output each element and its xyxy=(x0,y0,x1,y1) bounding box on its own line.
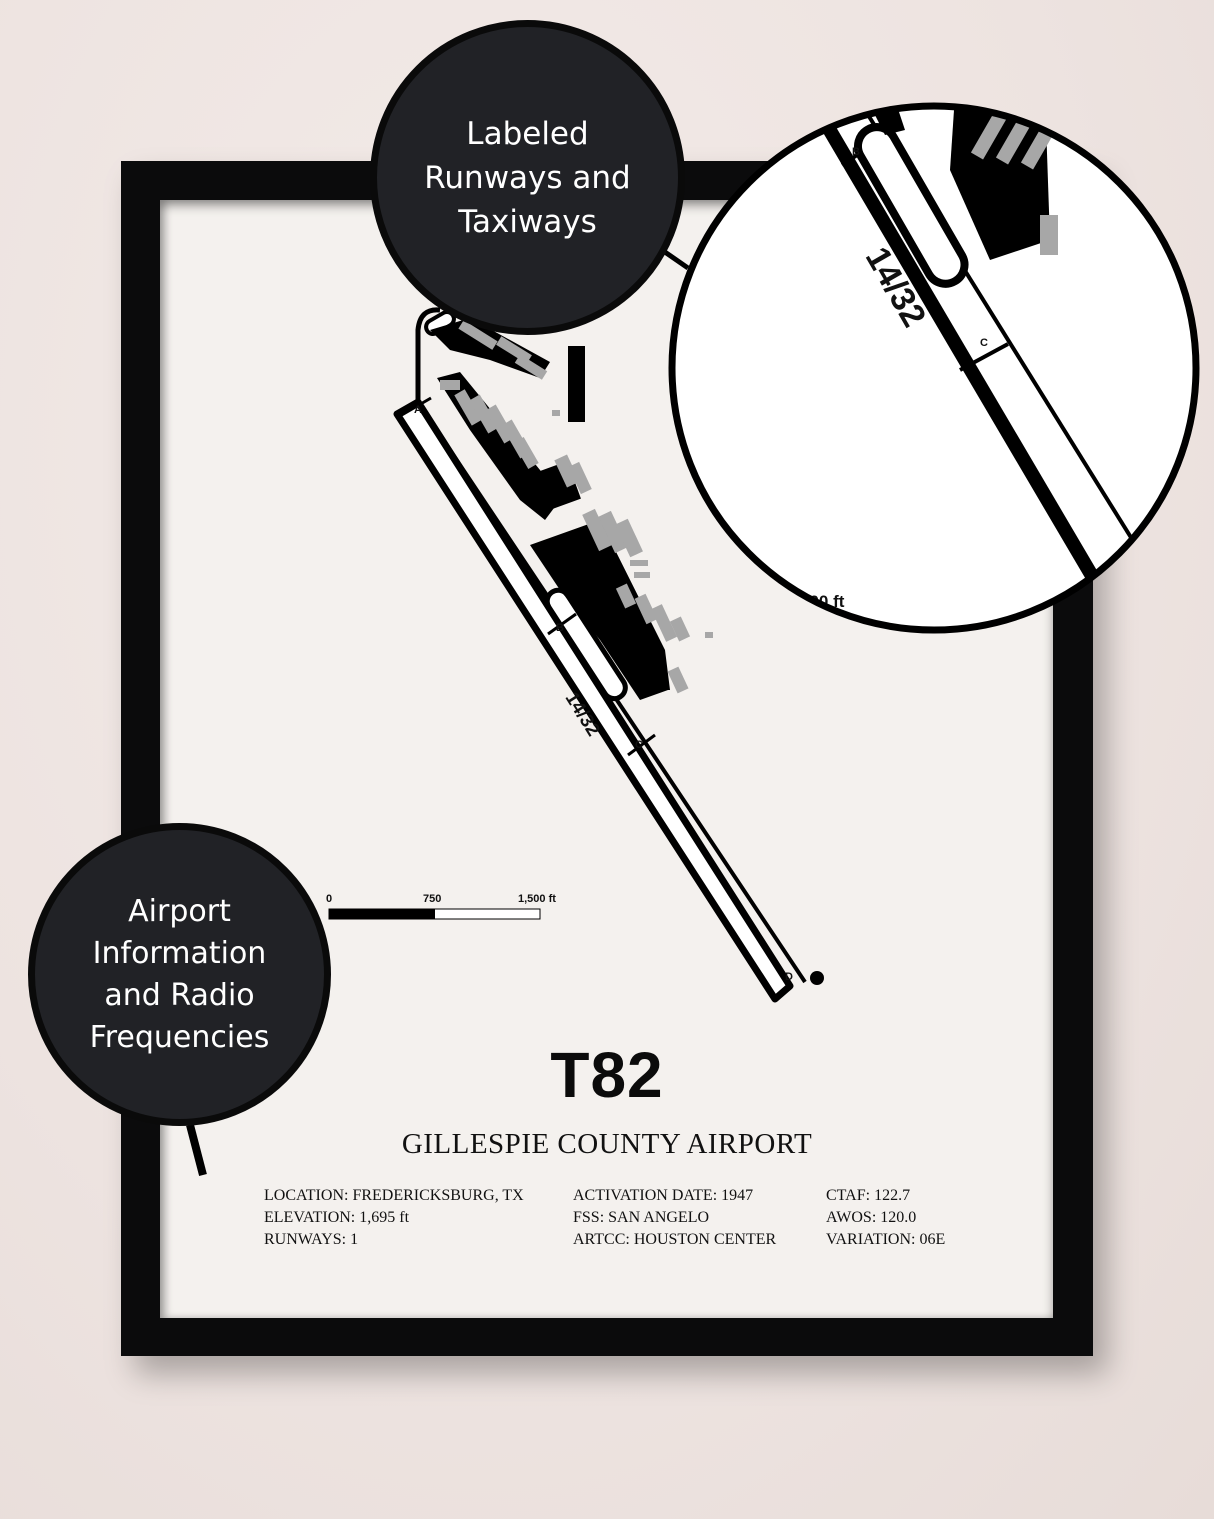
info-artcc: ARTCC: HOUSTON CENTER xyxy=(573,1231,777,1248)
parallel-taxiway xyxy=(415,307,628,702)
taxiway-b-label: B xyxy=(556,622,564,634)
callout-runways-line2: Runways and xyxy=(424,159,631,196)
taxiway-c-label: C xyxy=(635,739,643,751)
info-runways: RUNWAYS: 1 xyxy=(264,1231,359,1248)
info-column-1: LOCATION: FREDERICKSBURG, TX ELEVATION: … xyxy=(264,1185,524,1251)
callout-connector-top xyxy=(660,247,690,271)
zoom-taxiway-b: B xyxy=(852,146,860,158)
info-fss: FSS: SAN ANGELO xyxy=(573,1209,710,1226)
airport-code: T82 xyxy=(550,1039,664,1111)
info-column-3: CTAF: 122.7 AWOS: 120.0 VARIATION: 06E xyxy=(826,1185,945,1251)
airport-name: GILLESPIE COUNTY AIRPORT xyxy=(401,1128,813,1160)
scale-zero: 0 xyxy=(326,893,332,905)
callout-connector-bottom xyxy=(186,1123,207,1177)
zoom-circle: B C 14/32 500 ft xyxy=(668,102,1200,634)
info-variation: VARIATION: 06E xyxy=(826,1231,946,1248)
info-elevation: ELEVATION: 1,695 ft xyxy=(264,1209,410,1226)
scale-max: 1,500 ft xyxy=(518,893,556,905)
taxiway-d-label: D xyxy=(785,971,793,983)
info-location: LOCATION: FREDERICKSBURG, TX xyxy=(264,1187,524,1204)
info-ctaf: CTAF: 122.7 xyxy=(826,1187,911,1204)
callout-runways-line3: Taxiways xyxy=(458,203,597,240)
callout-runways: Labeled Runways and Taxiways xyxy=(370,20,685,335)
callout-info-line4: Frequencies xyxy=(89,1019,270,1055)
info-awos: AWOS: 120.0 xyxy=(826,1209,917,1226)
scale-mid: 750 xyxy=(423,893,441,905)
grey-hangars xyxy=(440,320,713,694)
callout-info-line2: Information xyxy=(92,935,267,971)
info-column-2: ACTIVATION DATE: 1947 FSS: SAN ANGELO AR… xyxy=(573,1185,776,1251)
callout-info-line3: and Radio xyxy=(104,977,255,1013)
callout-runways-line1: Labeled xyxy=(466,115,589,152)
zoom-taxiway-c: C xyxy=(980,337,988,349)
taxiway-a-label: A xyxy=(414,404,422,416)
callout-info: Airport Information and Radio Frequencie… xyxy=(28,823,331,1126)
scale-bar: 0 750 1,500 ft xyxy=(326,893,556,920)
callout-info-line1: Airport xyxy=(128,893,231,929)
info-activation: ACTIVATION DATE: 1947 xyxy=(573,1187,754,1204)
